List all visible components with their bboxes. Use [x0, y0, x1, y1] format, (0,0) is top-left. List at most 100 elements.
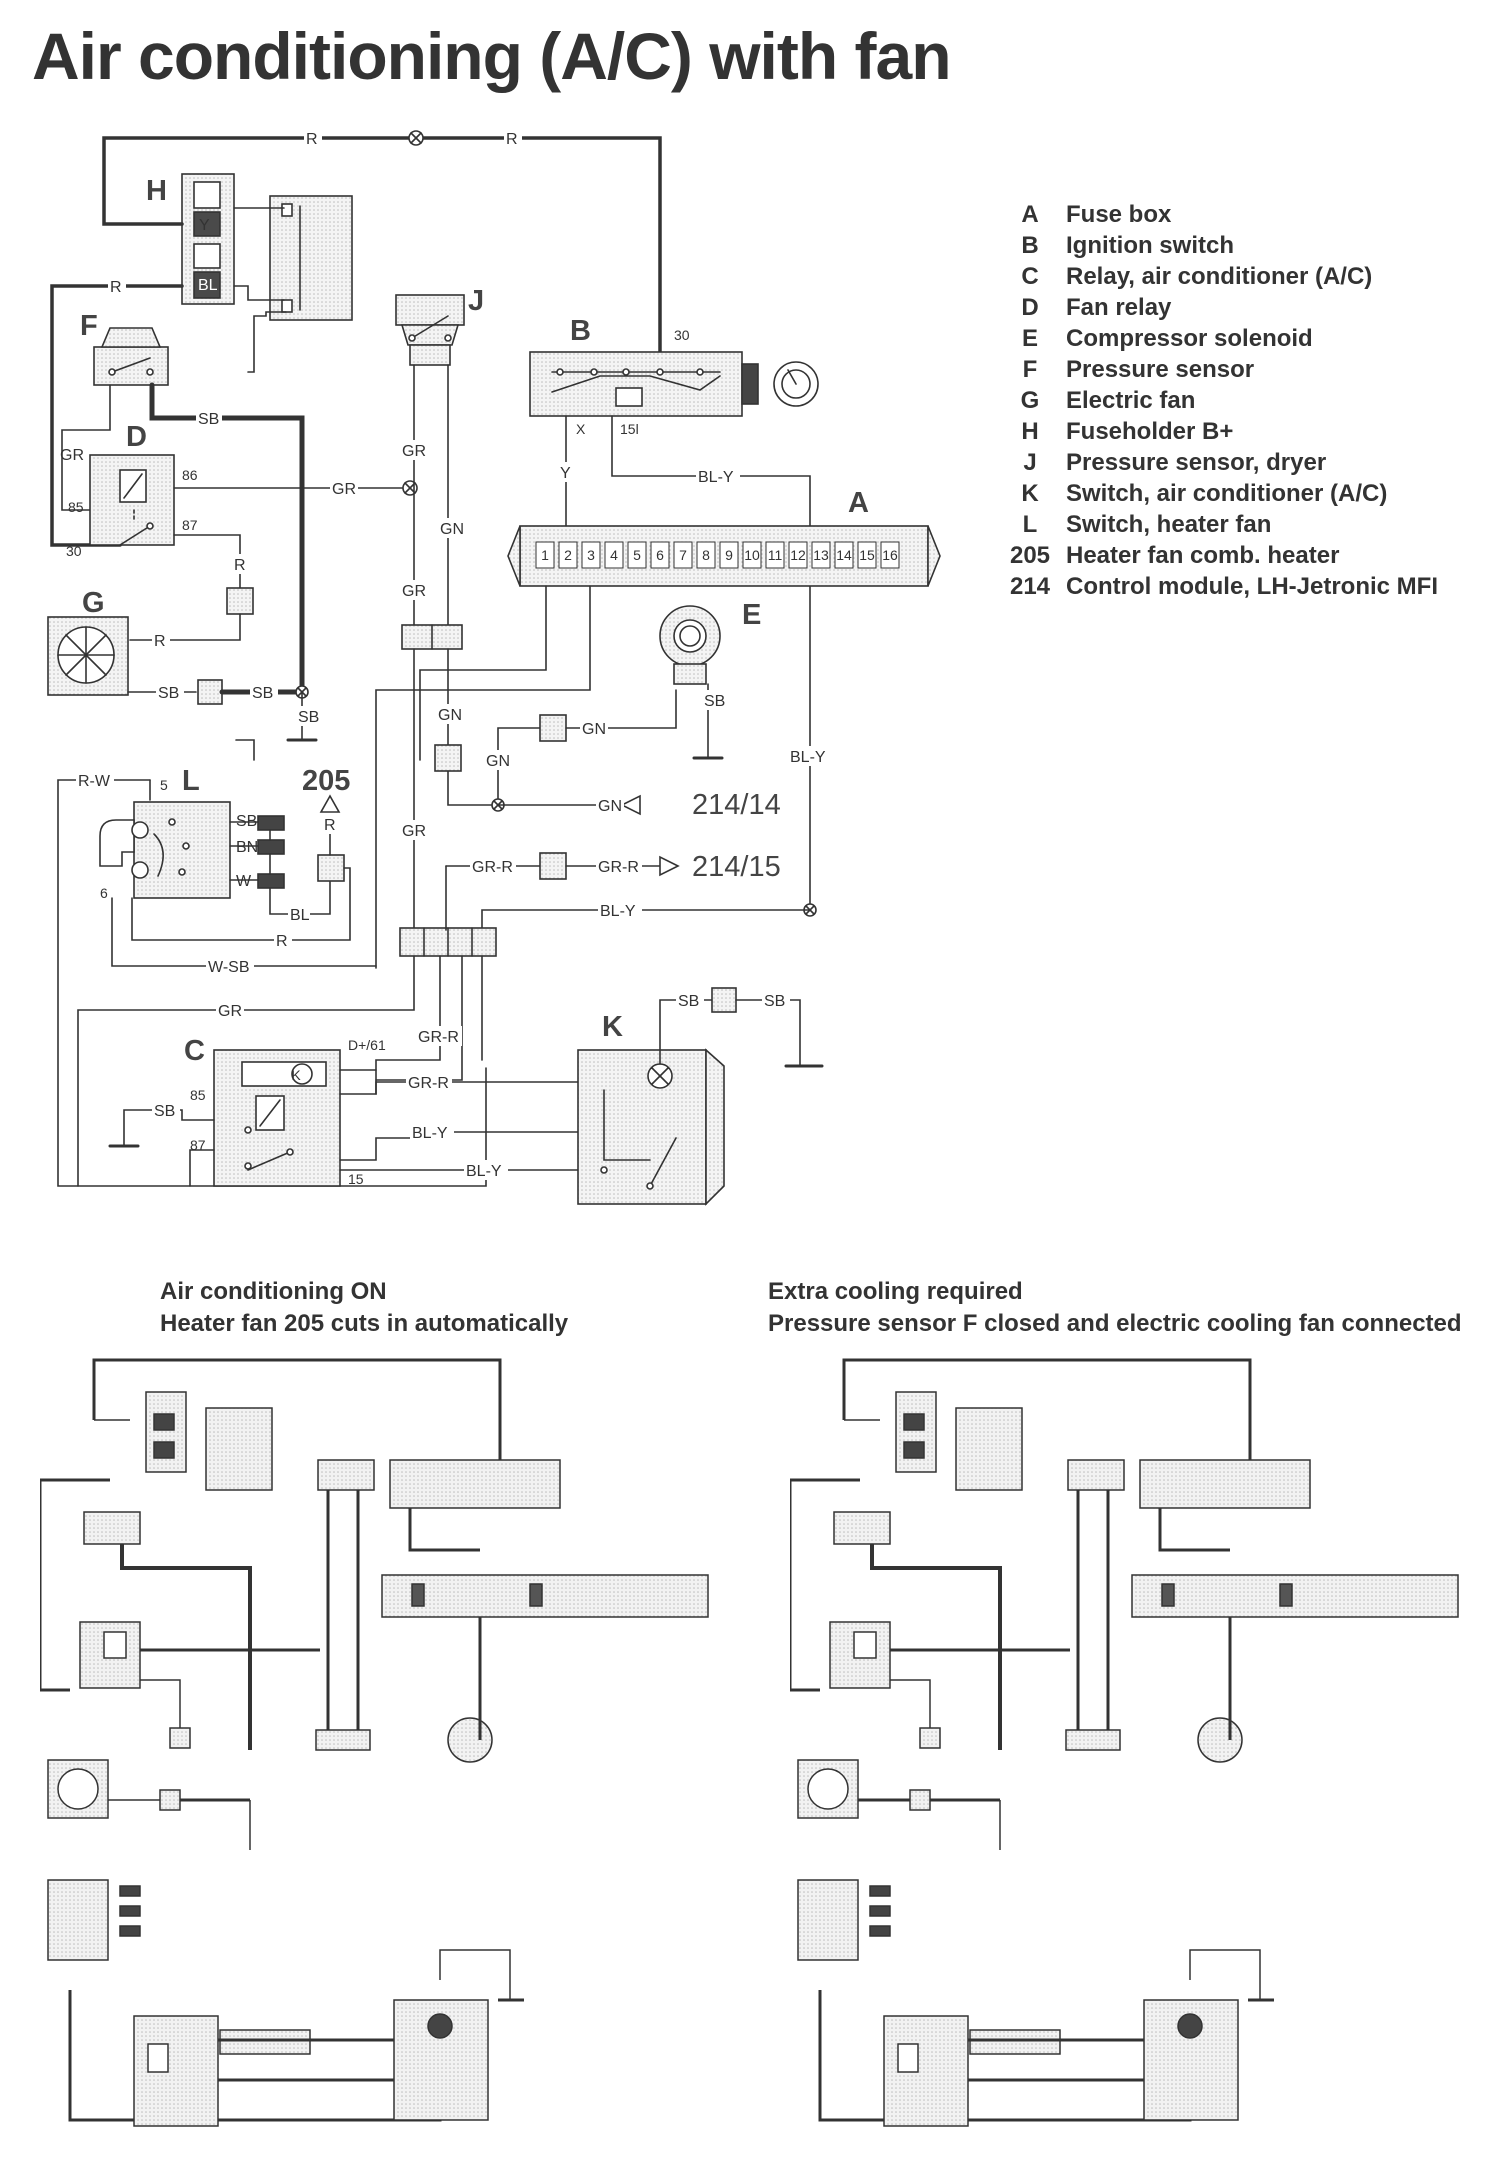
wire-label: GR-R — [472, 859, 513, 876]
fuse-number: 5 — [633, 547, 641, 563]
fuse-slot — [742, 541, 762, 569]
wire-label: R — [324, 817, 336, 834]
fuse-number: 3 — [587, 547, 595, 563]
label-k: K — [602, 1011, 623, 1043]
fuse-slot — [696, 541, 716, 569]
ac-switch-k — [577, 1048, 725, 1206]
fuse-slot — [880, 541, 900, 569]
fuse-number: 11 — [768, 547, 783, 563]
wire-label: SB — [236, 813, 257, 830]
label-e: E — [742, 599, 761, 631]
legend-text: Switch, heater fan — [1066, 511, 1272, 538]
caption-line: Extra cooling required — [768, 1278, 1023, 1305]
battery — [269, 195, 353, 321]
pressure-sensor-f — [93, 327, 169, 386]
caption-line: Heater fan 205 cuts in automatically — [160, 1310, 569, 1337]
fuse-slot — [811, 541, 831, 569]
wire-label: GR — [402, 583, 426, 600]
wire-label: BL — [290, 907, 310, 924]
label-214-14: 214/14 — [692, 789, 781, 821]
label-b: B — [570, 315, 591, 347]
wire-label: W — [236, 873, 252, 890]
legend-key: J — [1023, 449, 1037, 476]
wire-label: GR-R — [408, 1075, 449, 1092]
legend-text: Switch, air conditioner (A/C) — [1066, 480, 1388, 507]
legend-key: E — [1021, 325, 1038, 352]
wire-label: R — [154, 633, 166, 650]
legend-text: Compressor solenoid — [1066, 325, 1313, 352]
caption-line: Pressure sensor F closed and electric co… — [768, 1310, 1462, 1337]
pin-label: D+/61 — [348, 1037, 386, 1053]
label-h: H — [146, 175, 167, 207]
legend-row: J Pressure sensor, dryer — [1000, 447, 1438, 478]
wire-label: GR — [218, 1003, 242, 1020]
fuse-number: 7 — [679, 547, 687, 563]
fuse-number: 8 — [702, 547, 710, 563]
caption-extra-cooling: Extra cooling required Pressure sensor F… — [768, 1276, 1462, 1340]
legend-text: Fuseholder B+ — [1066, 418, 1234, 445]
legend-row: H Fuseholder B+ — [1000, 416, 1438, 447]
wire-label: GR — [402, 823, 426, 840]
wire-label: SB — [154, 1103, 175, 1120]
wire-label: BL-Y — [412, 1125, 448, 1142]
fuse-slot — [673, 541, 693, 569]
fuse-label: BL — [198, 277, 218, 294]
fuse-number: 9 — [725, 547, 733, 563]
legend-text: Fuse box — [1066, 201, 1172, 228]
pin-label: 15 — [348, 1171, 364, 1187]
label-l: L — [182, 765, 200, 797]
fuse-slot — [857, 541, 877, 569]
pin-label: 30 — [674, 327, 690, 343]
state-diagram-ac-on — [40, 1358, 709, 2127]
fan-relay-d — [89, 454, 175, 546]
caption-line: Air conditioning ON — [160, 1278, 387, 1305]
legend-key: H — [1021, 418, 1039, 445]
legend-key: A — [1021, 201, 1039, 228]
page-title: Air conditioning (A/C) with fan — [32, 19, 952, 93]
legend-text: Ignition switch — [1066, 232, 1234, 259]
pin-label: 87 — [182, 517, 198, 533]
pin-label: 85 — [68, 499, 84, 515]
ignition-switch-b — [529, 351, 819, 417]
label-205: 205 — [302, 765, 350, 797]
legend-row: B Ignition switch — [1000, 230, 1438, 261]
pressure-sensor-dryer-j — [395, 294, 465, 366]
caption-ac-on: Air conditioning ON Heater fan 205 cuts … — [160, 1276, 568, 1340]
legend-key: B — [1021, 232, 1039, 259]
label-g: G — [82, 587, 105, 619]
fuse-slot — [788, 541, 808, 569]
fuse-label: Y — [199, 217, 210, 234]
fuse-number: 2 — [564, 547, 572, 563]
heater-fan-switch-l — [99, 801, 231, 899]
legend-text: Pressure sensor — [1066, 356, 1255, 383]
wire-label: GN — [486, 753, 510, 770]
legend-text: Pressure sensor, dryer — [1066, 449, 1327, 476]
fuse-slot — [535, 541, 555, 569]
legend-key: K — [1021, 480, 1039, 507]
fuse-number: 13 — [813, 547, 829, 563]
fuse-number: 4 — [610, 547, 618, 563]
wire-label: GR-R — [418, 1029, 459, 1046]
pin-label: 86 — [182, 467, 198, 483]
wire-label: R — [276, 933, 288, 950]
fuse-slot — [834, 541, 854, 569]
wire-label: BL-Y — [466, 1163, 502, 1180]
fuse-slot — [604, 541, 624, 569]
wire-label: GN — [440, 521, 464, 538]
fuse-slot — [627, 541, 647, 569]
legend-row: A Fuse box — [1000, 199, 1438, 230]
fuse-slot — [719, 541, 739, 569]
wire-label: GN — [598, 798, 622, 815]
wire-label: R — [506, 131, 518, 148]
fuse-number: 16 — [882, 547, 898, 563]
fuseholder-h — [181, 173, 235, 305]
fuse-number: 15 — [859, 547, 875, 563]
pin-label: 87 — [190, 1137, 206, 1153]
wire-label: SB — [198, 411, 219, 428]
fuse-number: 1 — [541, 547, 549, 563]
wire-label: GR — [332, 481, 356, 498]
